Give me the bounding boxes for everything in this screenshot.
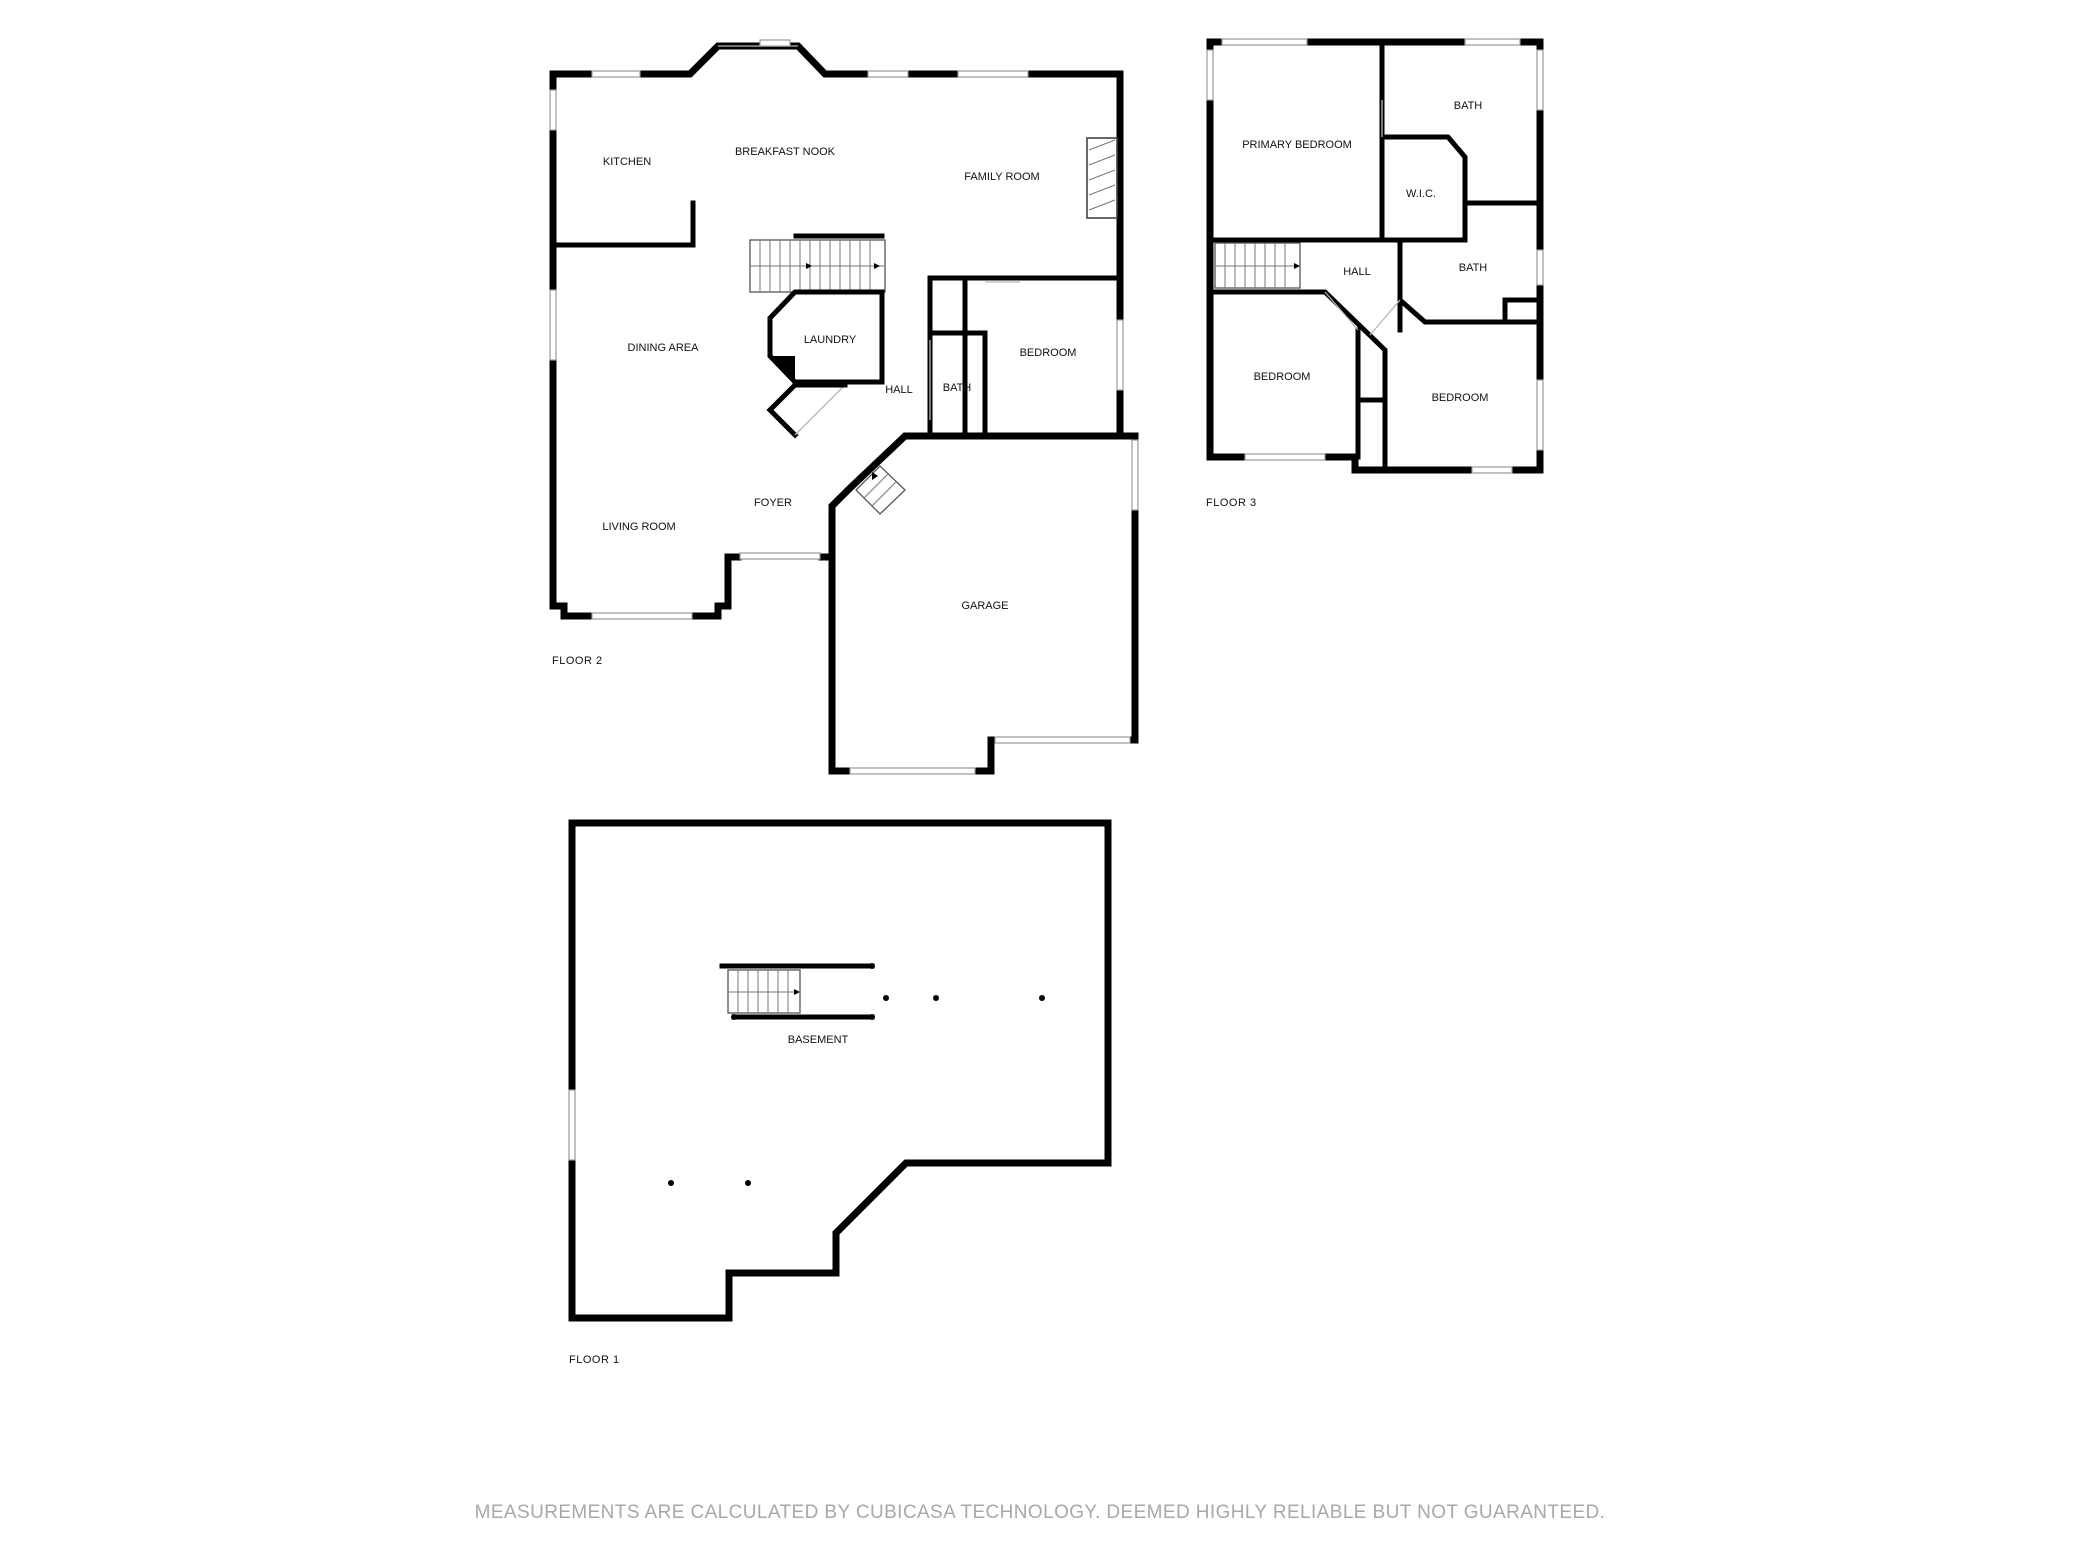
floor-1-exterior-wall xyxy=(568,819,1112,1322)
disclaimer-text: MEASUREMENTS ARE CALCULATED BY CUBICASA … xyxy=(474,1502,1606,1523)
stair-arrow-icon xyxy=(874,263,880,269)
fireplace xyxy=(1086,137,1118,219)
bedroom-bath-wall xyxy=(927,275,988,439)
support-posts xyxy=(668,963,1045,1186)
stair-arrow-icon xyxy=(794,989,800,995)
floor-3-stair-treads xyxy=(1215,243,1300,288)
basement-window xyxy=(568,1089,576,1161)
floor-1-plan: BASEMENT FLOOR 1 xyxy=(568,819,1112,1366)
wic-wall xyxy=(1379,134,1543,206)
floor-label-3: FLOOR 3 xyxy=(1206,497,1257,509)
room-label-basement: BASEMENT xyxy=(788,1034,849,1046)
room-label-dining-area: DINING AREA xyxy=(628,342,700,354)
room-label-primary-bedroom: PRIMARY BEDROOM xyxy=(1242,139,1352,151)
floor-label-2: FLOOR 2 xyxy=(552,655,603,667)
bath-mid-closet xyxy=(1502,297,1543,325)
room-label-laundry: LAUNDRY xyxy=(804,334,857,346)
kitchen-partition xyxy=(550,200,696,248)
floor-2-exterior-wall-left xyxy=(549,70,742,620)
room-label-hall: HALL xyxy=(885,384,913,396)
room-label-family-room: FAMILY ROOM xyxy=(964,171,1039,183)
room-label-bath: BATH xyxy=(943,382,972,394)
floor-2-plan: KITCHEN BREAKFAST NOOK FAMILY ROOM DININ… xyxy=(549,39,1139,775)
floor-3-plan: PRIMARY BEDROOM BATH W.I.C. HALL BATH BE… xyxy=(1206,38,1544,509)
hall-door xyxy=(1324,291,1359,331)
bedroom-left-wall xyxy=(1207,289,1388,473)
room-label-bath-top: BATH xyxy=(1454,100,1483,112)
room-label-bedroom-right: BEDROOM xyxy=(1432,392,1489,404)
room-label-garage: GARAGE xyxy=(961,600,1008,612)
room-label-bath-mid: BATH xyxy=(1459,262,1488,274)
bedroom-bath-wall xyxy=(927,275,968,439)
hall-door xyxy=(1369,299,1401,336)
stair-arrow-icon xyxy=(1294,263,1300,269)
floor-2-exterior-wall xyxy=(549,42,1139,775)
basement-stair-treads xyxy=(728,970,800,1013)
garage-house-wall xyxy=(828,432,1139,561)
wic-bottom-wall xyxy=(1379,200,1468,243)
stair-arrow-icon xyxy=(872,472,878,480)
room-label-hall-3: HALL xyxy=(1343,266,1371,278)
fireplace-hatch xyxy=(1088,139,1116,211)
floor-2-windows xyxy=(549,39,1139,775)
floor-label-1: FLOOR 1 xyxy=(569,1354,620,1366)
room-label-bedroom: BEDROOM xyxy=(1020,347,1077,359)
bath-mid-wall xyxy=(1397,237,1543,325)
room-label-wic: W.I.C. xyxy=(1406,188,1436,200)
laundry-appliance xyxy=(770,356,795,382)
stair-arrow-icon xyxy=(806,263,812,269)
floor-3-windows xyxy=(1206,38,1544,474)
closet-door xyxy=(794,384,846,436)
room-label-bedroom-left: BEDROOM xyxy=(1254,371,1311,383)
room-label-kitchen: KITCHEN xyxy=(603,156,651,168)
room-label-living-room: LIVING ROOM xyxy=(602,521,675,533)
room-label-foyer: FOYER xyxy=(754,497,792,509)
hall-closet-wall xyxy=(766,381,799,439)
closet-wall xyxy=(1355,327,1388,403)
room-label-breakfast-nook: BREAKFAST NOOK xyxy=(735,146,836,158)
